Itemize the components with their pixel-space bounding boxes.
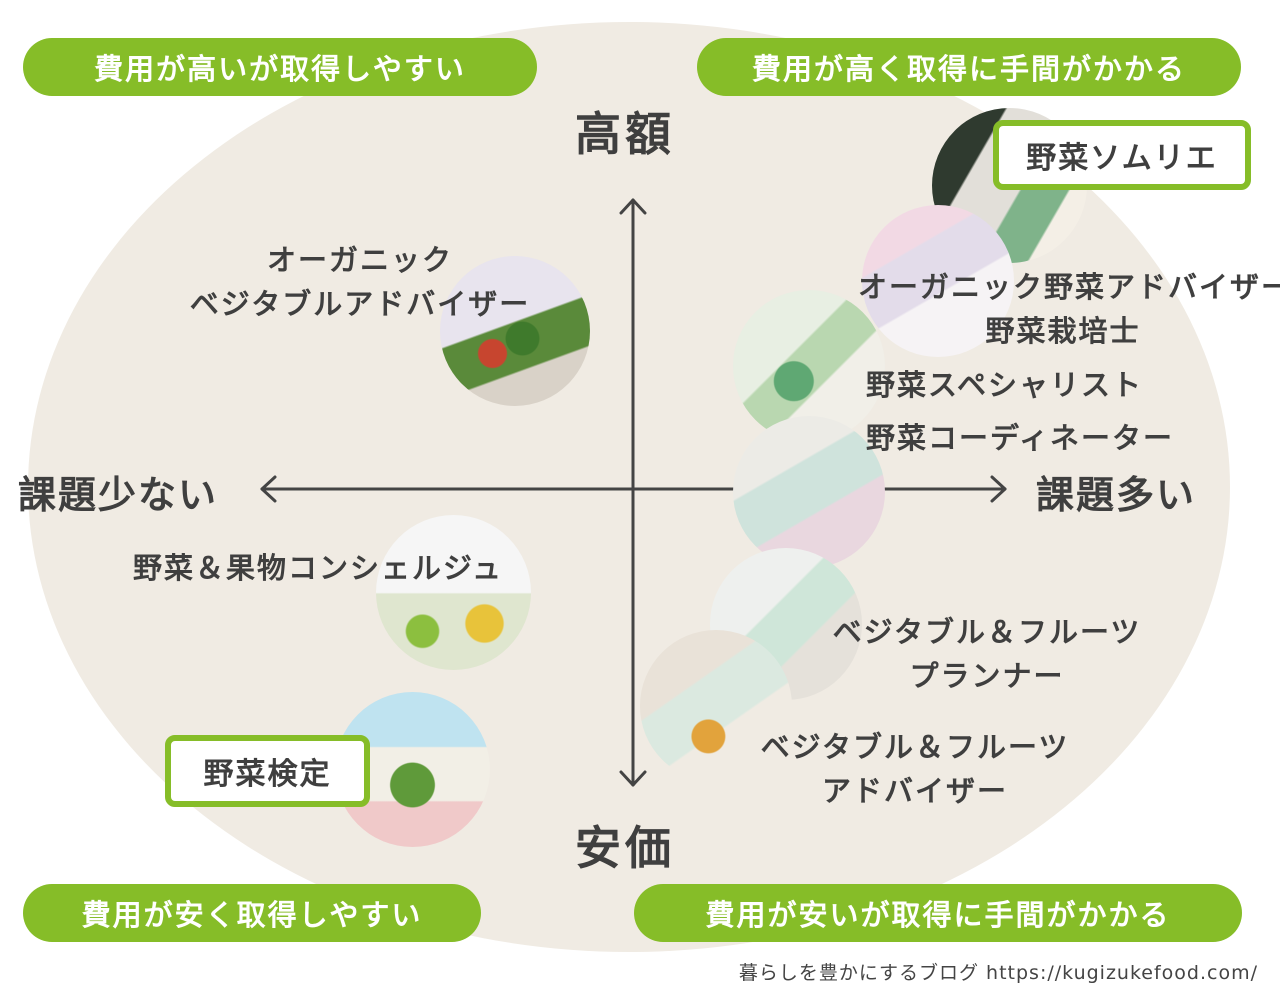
veg-fruit-advisor-photo	[640, 630, 792, 782]
yasai-saibaishi-text: 野菜栽培士	[985, 314, 1141, 348]
axis-left-label: 課題少ない	[18, 473, 219, 517]
yasai-specialist-label: 野菜スペシャリスト	[866, 368, 1143, 402]
organic-yasai-advisor-label: オーガニック野菜アドバイザー 野菜栽培士	[858, 265, 1280, 353]
axis-top-label: 高額	[575, 107, 675, 161]
yasai-sommelier-label: 野菜ソムリエ	[993, 120, 1251, 190]
veg-fruit-planner-line2: プランナー	[909, 659, 1065, 693]
quadrant-top-left-label: 費用が高いが取得しやすい	[23, 38, 537, 96]
yasai-coordinator-label: 野菜コーディネーター	[866, 421, 1174, 455]
organic-vegetable-advisor-line2: ベジタブルアドバイザー	[189, 287, 531, 321]
quadrant-top-right-label: 費用が高く取得に手間がかかる	[697, 38, 1241, 96]
organic-veg-advisor-photo	[440, 256, 590, 406]
yasai-fruit-concierge-label: 野菜＆果物コンシェルジュ	[133, 551, 503, 585]
veg-fruit-planner-line1: ベジタブル＆フルーツ	[832, 615, 1142, 649]
yasai-fruit-concierge-photo	[376, 515, 531, 670]
organic-vegetable-advisor-line1: オーガニック	[266, 243, 453, 277]
left-arrow-head	[260, 475, 277, 503]
yasai-coordinator-photo	[733, 416, 885, 568]
veg-fruit-planner-label: ベジタブル＆フルーツ プランナー	[812, 610, 1162, 698]
axis-right-label: 課題多い	[1036, 473, 1197, 517]
organic-yasai-advisor-text: オーガニック野菜アドバイザー	[858, 270, 1280, 304]
axis-bottom-label: 安価	[575, 821, 675, 875]
organic-vegetable-advisor-label: オーガニック ベジタブルアドバイザー	[180, 238, 540, 326]
right-arrow-head	[990, 475, 1007, 503]
veg-fruit-advisor-label: ベジタブル＆フルーツ アドバイザー	[740, 725, 1090, 813]
veg-fruit-advisor-line1: ベジタブル＆フルーツ	[760, 730, 1070, 764]
up-arrow-head	[619, 198, 647, 215]
site-credit: 暮らしを豊かにするブログ https://kugizukefood.com/	[738, 962, 1258, 984]
quadrant-bottom-left-label: 費用が安く取得しやすい	[23, 884, 481, 942]
down-arrow-head	[619, 770, 647, 787]
quadrant-bottom-right-label: 費用が安いが取得に手間がかかる	[634, 884, 1242, 942]
veg-fruit-advisor-line2: アドバイザー	[821, 774, 1008, 808]
yasai-kentei-label: 野菜検定	[165, 735, 370, 807]
organic-yasai-advisor-photo	[862, 205, 1014, 357]
